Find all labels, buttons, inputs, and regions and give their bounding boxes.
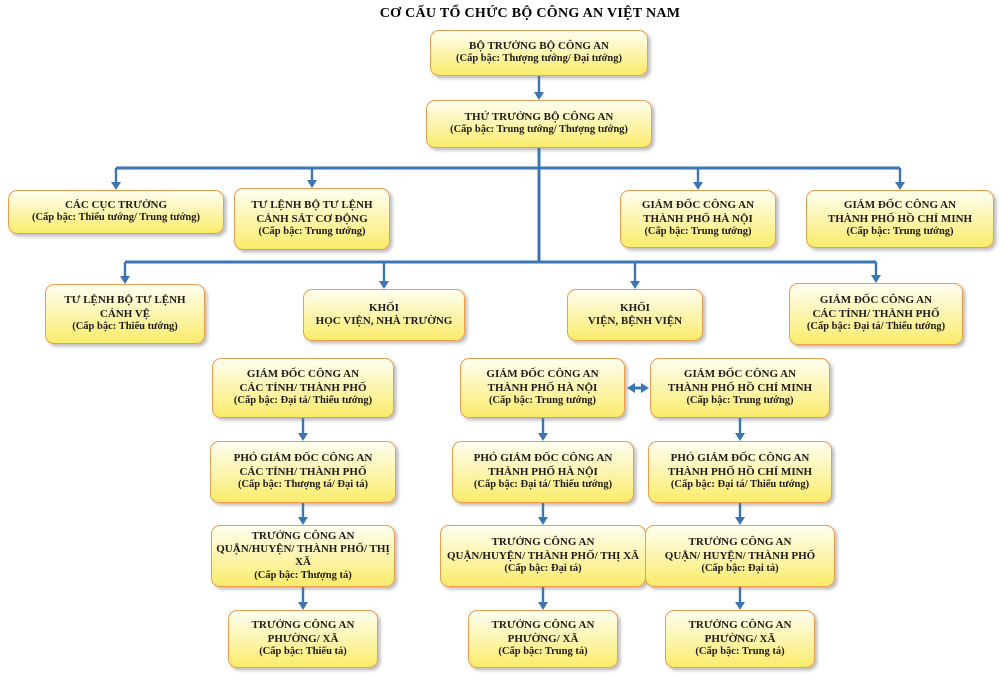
- node-name: GIÁM ĐỐC CÔNG AN CÁC TỈNH/ THÀNH PHỐ: [239, 368, 367, 394]
- node-provinces-director-2: GIÁM ĐỐC CÔNG AN CÁC TỈNH/ THÀNH PHỐ (Cấ…: [212, 358, 394, 418]
- node-rank: (Cấp bậc: Đại tá/ Thiếu tướng): [806, 321, 946, 333]
- node-provinces-ward-chief: TRƯỞNG CÔNG AN PHƯỜNG/ XÃ (Cấp bậc: Thiế…: [228, 610, 378, 668]
- node-institutes-block: KHỐI VIỆN, BỆNH VIỆN: [567, 289, 703, 341]
- node-rank: (Cấp bậc: Thượng tướng/ Đại tướng): [456, 53, 622, 65]
- node-dept-directors: CÁC CỤC TRƯỞNG (Cấp bậc: Thiếu tướng/ Tr…: [8, 190, 224, 234]
- node-rank: (Cấp bậc: Trung tướng): [258, 226, 366, 238]
- node-rank: (Cấp bậc: Trung tá): [695, 646, 785, 658]
- node-name: CÁC CỤC TRƯỞNG: [64, 199, 168, 211]
- node-rank: (Cấp bậc: Trung tướng): [686, 395, 794, 407]
- node-rank: (Cấp bậc: Đại tá/ Thiếu tướng): [233, 395, 373, 407]
- node-hcm-director: GIÁM ĐỐC CÔNG AN THÀNH PHỐ HỒ CHÍ MINH (…: [806, 190, 994, 248]
- node-hanoi-ward-chief: TRƯỞNG CÔNG AN PHƯỜNG/ XÃ (Cấp bậc: Trun…: [468, 610, 618, 668]
- node-name: TƯ LỆNH BỘ TƯ LỆNH CẢNH SÁT CƠ ĐỘNG: [251, 199, 373, 225]
- node-name: GIÁM ĐỐC CÔNG AN CÁC TỈNH/ THÀNH PHỐ: [812, 294, 940, 320]
- node-name: THỨ TRƯỞNG BỘ CÔNG AN: [464, 111, 614, 123]
- node-name: TRƯỞNG CÔNG AN QUẬN/ HUYỆN/ THÀNH PHỐ: [664, 536, 816, 562]
- node-name: BỘ TRƯỞNG BỘ CÔNG AN: [469, 40, 609, 52]
- node-hcm-district-chief: TRƯỞNG CÔNG AN QUẬN/ HUYỆN/ THÀNH PHỐ (C…: [645, 525, 835, 587]
- node-hanoi-director: GIÁM ĐỐC CÔNG AN THÀNH PHỐ HÀ NỘI (Cấp b…: [620, 190, 776, 248]
- node-rank: (Cấp bậc: Thiếu tướng): [72, 321, 178, 333]
- node-name: KHỐI HỌC VIỆN, NHÀ TRƯỜNG: [315, 301, 453, 327]
- node-name: TRƯỞNG CÔNG AN QUẬN/HUYỆN/ THÀNH PHỐ/ TH…: [446, 536, 640, 562]
- node-name: TRƯỞNG CÔNG AN QUẬN/HUYỆN/ THÀNH PHỐ/ TH…: [216, 529, 390, 569]
- node-academies-block: KHỐI HỌC VIỆN, NHÀ TRƯỜNG: [303, 289, 465, 341]
- node-hcm-deputy-director: PHÓ GIÁM ĐỐC CÔNG AN THÀNH PHỐ HỒ CHÍ MI…: [648, 441, 832, 503]
- node-provinces-deputy-director: PHÓ GIÁM ĐỐC CÔNG AN CÁC TỈNH/ THÀNH PHỐ…: [210, 441, 396, 503]
- node-mobile-police-command: TƯ LỆNH BỘ TƯ LỆNH CẢNH SÁT CƠ ĐỘNG (Cấp…: [234, 188, 390, 250]
- node-provinces-district-chief: TRƯỞNG CÔNG AN QUẬN/HUYỆN/ THÀNH PHỐ/ TH…: [211, 525, 395, 587]
- node-rank: (Cấp bậc: Đại tá): [504, 563, 582, 575]
- diagram-title: CƠ CẤU TỔ CHỨC BỘ CÔNG AN VIỆT NAM: [379, 6, 681, 21]
- node-rank: (Cấp bậc: Thượng tá): [254, 569, 352, 581]
- node-rank: (Cấp bậc: Đại tá/ Thiếu tướng): [670, 479, 810, 491]
- node-rank: (Cấp bậc: Đại tá): [701, 563, 779, 575]
- node-rank: (Cấp bậc: Thiếu tướng/ Trung tướng): [31, 212, 201, 224]
- node-hanoi-deputy-director: PHÓ GIÁM ĐỐC CÔNG AN THÀNH PHỐ HÀ NỘI (C…: [452, 441, 634, 503]
- node-hanoi-district-chief: TRƯỞNG CÔNG AN QUẬN/HUYỆN/ THÀNH PHỐ/ TH…: [440, 525, 646, 587]
- node-name: KHỐI VIỆN, BỆNH VIỆN: [587, 301, 683, 327]
- node-name: TRƯỞNG CÔNG AN PHƯỜNG/ XÃ: [491, 619, 595, 645]
- node-name: GIÁM ĐỐC CÔNG AN THÀNH PHỐ HÀ NỘI: [486, 368, 599, 394]
- node-name: GIÁM ĐỐC CÔNG AN THÀNH PHỐ HỒ CHÍ MINH: [827, 199, 973, 225]
- node-minister: BỘ TRƯỞNG BỘ CÔNG AN (Cấp bậc: Thượng tư…: [430, 30, 648, 76]
- node-name: GIÁM ĐỐC CÔNG AN THÀNH PHỐ HỒ CHÍ MINH: [667, 368, 813, 394]
- node-name: GIÁM ĐỐC CÔNG AN THÀNH PHỐ HÀ NỘI: [641, 199, 755, 225]
- node-name: PHÓ GIÁM ĐỐC CÔNG AN THÀNH PHỐ HỒ CHÍ MI…: [667, 452, 813, 478]
- node-rank: (Cấp bậc: Thiếu tá): [259, 646, 347, 658]
- node-name: TRƯỞNG CÔNG AN PHƯỜNG/ XÃ: [251, 619, 355, 645]
- node-name: TƯ LỆNH BỘ TƯ LỆNH CẢNH VỆ: [64, 294, 186, 320]
- node-hcm-ward-chief: TRƯỞNG CÔNG AN PHƯỜNG/ XÃ (Cấp bậc: Trun…: [665, 610, 815, 668]
- node-name: PHÓ GIÁM ĐỐC CÔNG AN CÁC TỈNH/ THÀNH PHỐ: [233, 452, 373, 478]
- node-provinces-director: GIÁM ĐỐC CÔNG AN CÁC TỈNH/ THÀNH PHỐ (Cấ…: [789, 283, 963, 345]
- node-rank: (Cấp bậc: Trung tướng): [846, 226, 954, 238]
- node-name: PHÓ GIÁM ĐỐC CÔNG AN THÀNH PHỐ HÀ NỘI: [473, 452, 613, 478]
- node-rank: (Cấp bậc: Trung tướng): [644, 226, 752, 238]
- node-name: TRƯỞNG CÔNG AN PHƯỜNG/ XÃ: [688, 619, 792, 645]
- node-rank: (Cấp bậc: Trung tá): [498, 646, 588, 658]
- node-hanoi-director-2: GIÁM ĐỐC CÔNG AN THÀNH PHỐ HÀ NỘI (Cấp b…: [460, 358, 625, 418]
- node-rank: (Cấp bậc: Đại tá/ Thiếu tướng): [473, 479, 613, 491]
- node-guard-command: TƯ LỆNH BỘ TƯ LỆNH CẢNH VỆ (Cấp bậc: Thi…: [45, 284, 205, 344]
- node-rank: (Cấp bậc: Thượng tá/ Đại tá): [237, 479, 369, 491]
- node-rank: (Cấp bậc: Trung tướng): [488, 395, 597, 407]
- node-deputy-minister: THỨ TRƯỞNG BỘ CÔNG AN (Cấp bậc: Trung tư…: [426, 100, 652, 148]
- node-rank: (Cấp bậc: Trung tướng/ Thượng tướng): [450, 124, 628, 136]
- node-hcm-director-2: GIÁM ĐỐC CÔNG AN THÀNH PHỐ HỒ CHÍ MINH (…: [650, 358, 830, 418]
- double-arrow-hanoi-hcm: [627, 383, 649, 393]
